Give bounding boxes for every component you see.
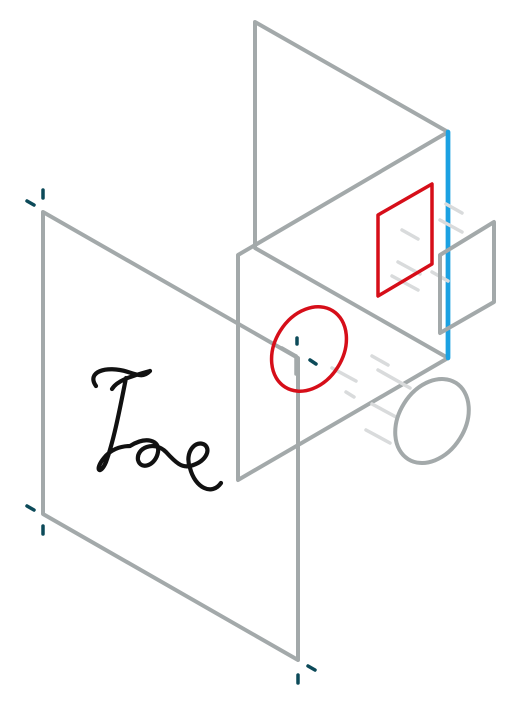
signature-panel <box>41 210 300 662</box>
cutout-panel <box>236 130 450 482</box>
ejected-circle-piece <box>393 377 471 465</box>
circle-motion-lines <box>330 354 412 445</box>
circle-cutout <box>269 305 349 393</box>
hole-inner-dashes <box>280 346 298 376</box>
signature-joe <box>91 367 224 492</box>
hole-center-marks <box>295 336 318 366</box>
square-cutout <box>376 182 434 298</box>
ejected-square-piece <box>438 220 496 335</box>
crop-marks <box>25 188 317 685</box>
